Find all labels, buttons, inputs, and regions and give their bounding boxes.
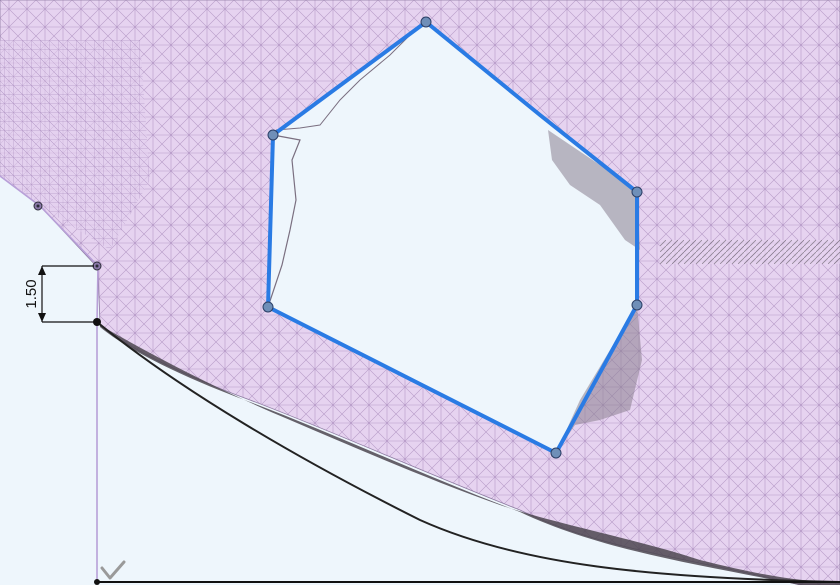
hole-edge-top (275, 34, 411, 131)
mesh-refined-region (0, 40, 150, 250)
sketch-point[interactable] (36, 204, 40, 208)
sketch-point[interactable] (95, 264, 99, 268)
sketch-vertex[interactable] (420, 16, 432, 28)
sketch-vertex[interactable] (550, 447, 562, 459)
sketch-vertex[interactable] (631, 299, 643, 311)
origin-point[interactable] (94, 579, 100, 585)
dimension-value[interactable]: 1.50 (23, 279, 40, 308)
hole-shaded-right-upper (548, 130, 640, 250)
checkmark-icon (100, 560, 126, 580)
dimension-vertical[interactable]: 1.50 (23, 265, 94, 323)
sketch-hexagon-profile[interactable] (266, 20, 639, 455)
sketch-vertex[interactable] (631, 186, 643, 198)
mesh-hatched-band (660, 240, 840, 264)
sketch-vertex[interactable] (267, 129, 279, 141)
sketch-endpoint[interactable] (93, 318, 101, 326)
sketch-vertex[interactable] (262, 301, 274, 313)
hole-edge-left (267, 134, 301, 308)
sketch-spline[interactable] (96, 321, 840, 583)
